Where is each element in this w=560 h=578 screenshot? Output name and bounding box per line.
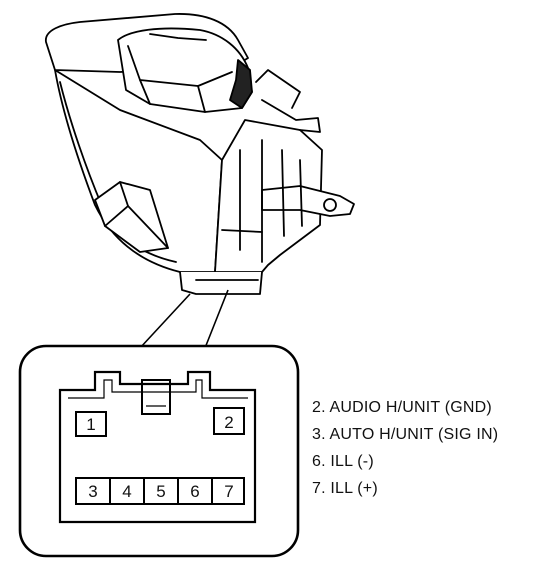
pin-1-label: 1 bbox=[86, 415, 95, 434]
pin-legend: 2. AUDIO H/UNIT (GND) 3. AUTO H/UNIT (SI… bbox=[312, 394, 552, 502]
legend-item-pin-3: 3. AUTO H/UNIT (SIG IN) bbox=[312, 426, 499, 443]
switch-housing-illustration bbox=[45, 13, 355, 295]
pin-6-label: 6 bbox=[190, 482, 199, 501]
connector-face bbox=[18, 344, 300, 558]
pin-7-label: 7 bbox=[224, 482, 233, 501]
legend-item-pin-2: 2. AUDIO H/UNIT (GND) bbox=[312, 399, 492, 416]
pin-3-label: 3 bbox=[88, 482, 97, 501]
legend-item-pin-7: 7. ILL (+) bbox=[312, 480, 378, 497]
legend-item-pin-6: 6. ILL (-) bbox=[312, 453, 374, 470]
pin-5-label: 5 bbox=[156, 482, 165, 501]
pin-4-label: 4 bbox=[122, 482, 131, 501]
callout-pointer bbox=[139, 289, 229, 349]
pin-2-label: 2 bbox=[224, 413, 233, 432]
